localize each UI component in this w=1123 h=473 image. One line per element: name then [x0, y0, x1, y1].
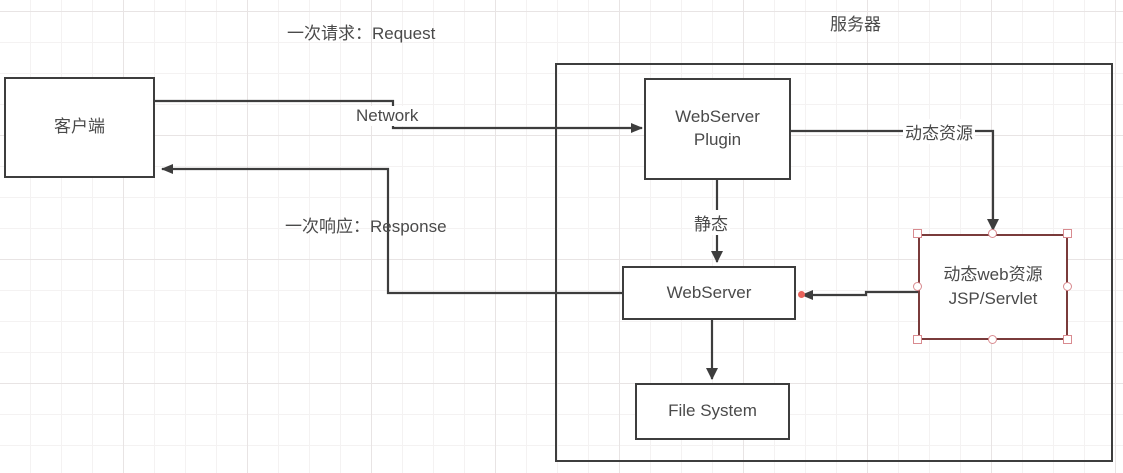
selection-handle-middle-right[interactable]: [1063, 282, 1072, 291]
server-title-label: 服务器: [830, 15, 881, 34]
connector-endpoint-dot[interactable]: [798, 291, 805, 298]
node-client[interactable]: 客户端: [4, 77, 155, 178]
node-server-container[interactable]: [555, 63, 1113, 462]
node-file-system-label: File System: [668, 401, 757, 421]
edge-label-request: 一次请求：Request: [287, 24, 436, 43]
node-dynamic-web-resource[interactable]: 动态web资源 JSP/Servlet: [918, 234, 1068, 340]
node-file-system[interactable]: File System: [635, 383, 790, 440]
selection-handle-bottom-right[interactable]: [1063, 335, 1072, 344]
node-webserver-label: WebServer: [666, 282, 752, 302]
selection-handle-top-center[interactable]: [988, 229, 997, 238]
edge-label-dynamic-resource: 动态资源: [903, 119, 975, 144]
edge-label-network: Network: [354, 106, 421, 126]
node-client-label: 客户端: [54, 117, 105, 137]
selection-handle-top-right[interactable]: [1063, 229, 1072, 238]
selection-handle-bottom-center[interactable]: [988, 335, 997, 344]
selection-handle-top-left[interactable]: [913, 229, 922, 238]
edge-label-response: 一次响应：Response: [285, 217, 447, 236]
selection-handle-middle-left[interactable]: [913, 282, 922, 291]
node-webserver[interactable]: WebServer: [622, 266, 796, 320]
edge-label-static: 静态: [692, 210, 730, 235]
selection-handle-bottom-left[interactable]: [913, 335, 922, 344]
node-webserver-plugin-label: WebServer Plugin: [675, 107, 760, 149]
node-dynamic-web-resource-label: 动态web资源 JSP/Servlet: [943, 265, 1043, 308]
node-webserver-plugin[interactable]: WebServer Plugin: [644, 78, 791, 180]
